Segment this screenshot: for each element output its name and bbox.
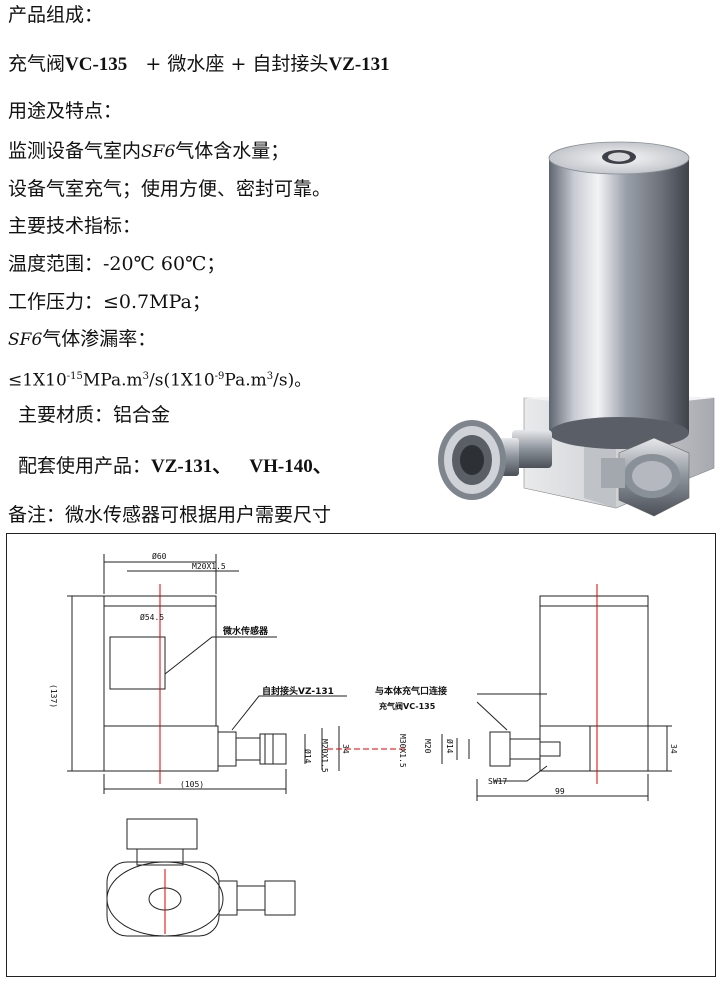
dim-137: (137) — [49, 684, 58, 708]
plus-sign: + — [230, 53, 247, 75]
label-connect: 与本体充气口连接 — [375, 685, 447, 697]
leak-mid3: Pa.m — [224, 370, 267, 391]
sf6-symbol: SF6 — [141, 142, 176, 162]
leak-mid2: /s(1X10 — [149, 370, 215, 391]
leak-label: 气体渗漏率： — [42, 328, 157, 350]
dim-sw17: SW17 — [488, 777, 507, 786]
leak-end: /s)。 — [273, 370, 312, 391]
product-render — [438, 141, 715, 517]
pressure: 工作压力：≤0.7MPa； — [8, 291, 211, 313]
remark-clip: 备注：微水传感器可根据用户需要尺寸 — [0, 502, 383, 533]
product-photo — [384, 108, 722, 526]
label-sensor: 微水传感器 — [222, 625, 269, 637]
usage-line-1: 监测设备气室内SF6气体含水量； — [8, 140, 289, 163]
heading-specs: 主要技术指标： — [8, 215, 142, 237]
dim-34: 34 — [341, 744, 350, 754]
usage-line1-pre: 监测设备气室内 — [8, 140, 142, 162]
dim-m30: M30X1.5 — [398, 734, 407, 768]
leak-value: ≤1X10-15MPa.m3/s(1X10-9Pa.m3/s)。 — [8, 366, 311, 392]
dim-m20-c: M20 — [423, 739, 432, 754]
label-self-seal: 自封接头VZ-131 — [262, 685, 334, 697]
technical-drawing: Ø60 M20X1.5 Ø54.5 微水传感器 (137) 自封接头VZ-131… — [6, 533, 716, 977]
dim-105: (105) — [180, 780, 204, 789]
label-valve: 充气阀VC-135 — [379, 701, 436, 711]
dim-m20: M20X1.5 — [192, 562, 226, 571]
dim-d60: Ø60 — [152, 551, 167, 561]
dim-d14: Ø14 — [303, 749, 313, 764]
part-seat: 微水座 — [167, 53, 225, 75]
heading-usage: 用途及特点： — [8, 100, 123, 122]
part-valve: 充气阀 — [8, 53, 66, 75]
part-valve-model: VC-135 — [65, 54, 128, 75]
dim-d54: Ø54.5 — [140, 612, 164, 622]
sf6-symbol: SF6 — [8, 330, 43, 350]
leak-exp: 3 — [266, 371, 274, 382]
dim-m20-b: M20X1.5 — [320, 739, 329, 773]
leak-mid: MPa.m — [82, 370, 143, 391]
temp-range: 温度范围：-20℃ 60℃； — [8, 253, 226, 275]
part-coupling: 自封接头 — [252, 53, 329, 75]
leak-heading: SF6气体渗漏率： — [8, 328, 156, 351]
dim-d14-b: Ø14 — [445, 739, 455, 754]
drawing-canvas: Ø60 M20X1.5 Ø54.5 微水传感器 (137) 自封接头VZ-131… — [49, 551, 678, 937]
leak-exp: -15 — [66, 371, 83, 382]
dim-99: 99 — [555, 787, 565, 796]
leak-exp: -9 — [214, 371, 225, 382]
remark: 备注：微水传感器可根据用户需要尺寸 — [8, 504, 332, 526]
material: 主要材质：铝合金 — [18, 404, 171, 426]
matching-products: 配套使用产品：VZ-131、 VH-140、 — [18, 455, 332, 478]
leak-exp: 3 — [142, 371, 150, 382]
heading-composition: 产品组成： — [8, 4, 104, 26]
matching-item-2: VH-140、 — [249, 456, 332, 477]
composition-line: 充气阀VC-135 + 微水座 + 自封接头VZ-131 — [8, 53, 390, 76]
leak-pre: ≤1X10 — [8, 370, 67, 391]
matching-item-1: VZ-131、 — [151, 456, 232, 477]
plus-sign: + — [145, 53, 162, 75]
matching-label: 配套使用产品： — [18, 455, 152, 477]
usage-line-2: 设备气室充气；使用方便、密封可靠。 — [8, 178, 332, 200]
dim-34-b: 34 — [669, 744, 678, 754]
usage-line1-post: 气体含水量； — [175, 140, 290, 162]
part-coupling-model: VZ-131 — [328, 54, 390, 75]
